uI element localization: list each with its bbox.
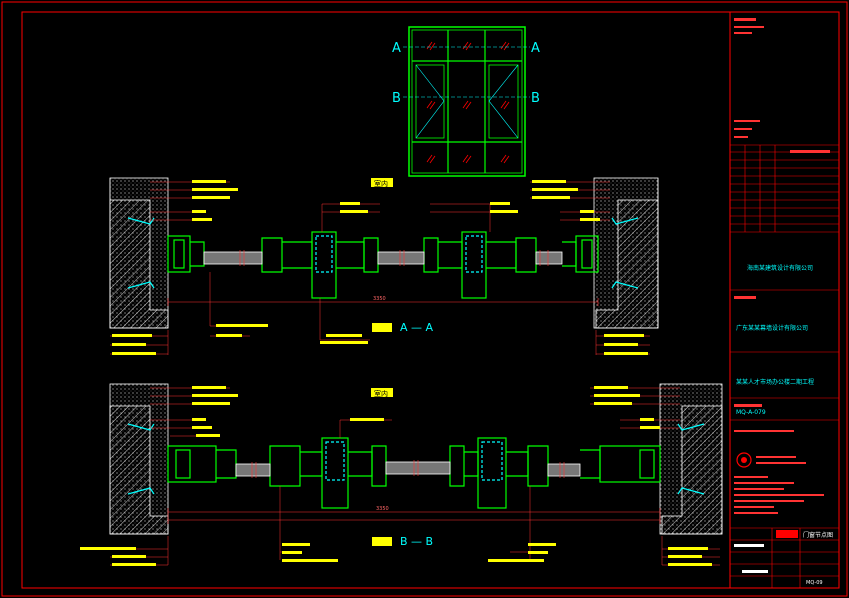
section-a-a: 3350 室内 A — A (109, 177, 659, 355)
section-b-tag-box (371, 388, 393, 397)
section-b-tag: 室内 (374, 389, 388, 398)
sheet-label: 门窗节点图 (803, 531, 833, 539)
company-name: 海南某建筑设计有限公司 (747, 264, 813, 272)
section-a-tag: 室内 (374, 179, 388, 188)
cut-label-a-right: A (531, 41, 540, 56)
sheet-code: MQ-09 (806, 580, 823, 586)
dim-width-b: 3350 (376, 506, 389, 512)
stamp-seal-icon (736, 452, 752, 468)
section-b-title: B — B (400, 535, 433, 548)
drawing-number: MQ-A-079 (736, 409, 766, 416)
project-name: 某某人才市场办公楼二期工程 (736, 378, 814, 386)
dim-width-a: 3350 (373, 296, 386, 302)
cut-label-a-left: A (392, 41, 401, 56)
cut-label-b-left: B (392, 91, 401, 106)
section-a-tag-box (371, 178, 393, 187)
window-elevation: A A B B (392, 26, 540, 177)
design-unit-name: 广东某某幕墙设计有限公司 (736, 324, 808, 332)
cut-label-b-right: B (531, 91, 540, 106)
title-block: 海南某建筑设计有限公司 广东某某幕墙设计有限公司 某某人才市场办公楼二期工程 M… (729, 11, 840, 589)
section-b-b: 3350 室内 B — B (80, 383, 723, 566)
section-a-title: A — A (400, 321, 434, 334)
